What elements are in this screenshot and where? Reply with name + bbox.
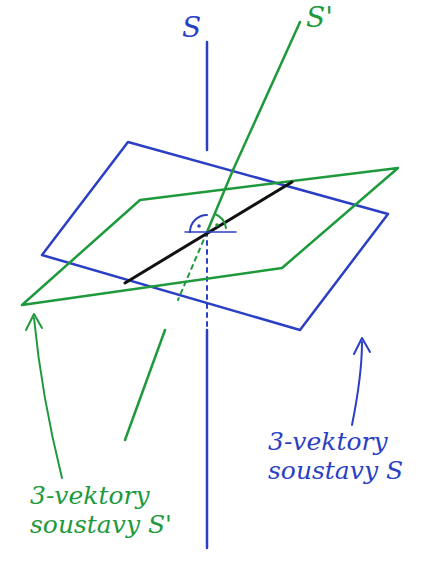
tick-line [185,231,236,233]
plane-label: 3-vektory soustavy S [268,428,438,486]
angle-mark [215,214,226,228]
axis-s [206,330,209,548]
axis-label: S' [306,2,333,34]
axis-s-hidden [206,232,208,330]
plane-s-prime [22,168,398,305]
angle-dot [215,223,219,227]
axis-s-prime [233,22,300,170]
axis-label: S [182,12,201,44]
angle-dot [197,224,201,228]
plane-label: 3-vektory soustavy S' [30,482,220,540]
leader-arrow [34,318,62,478]
arrow-head [354,338,370,354]
arrow-head [26,314,42,330]
axis-s-prime [125,330,165,440]
intersection-line [125,182,292,283]
axis-s-prime [207,170,233,232]
angle-mark [190,215,207,232]
axis-s [206,42,209,150]
plane-s [42,142,388,330]
